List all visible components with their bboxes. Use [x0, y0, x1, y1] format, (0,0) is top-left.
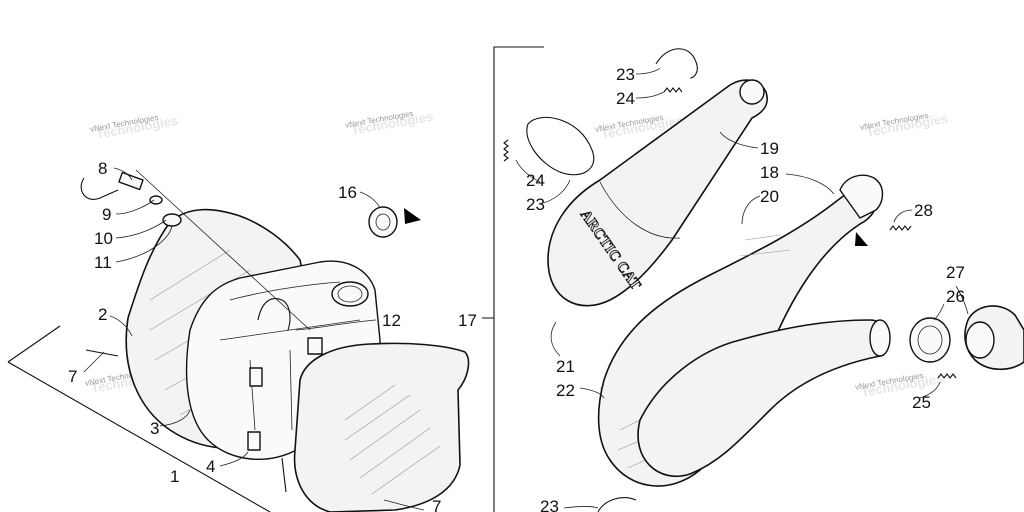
- clamp-ring-large: [526, 116, 595, 176]
- callout-23: 23: [616, 65, 635, 84]
- expansion-chamber-assembly: ARCTIC CAT: [503, 48, 1024, 512]
- callout-3: 3: [150, 419, 159, 438]
- silencer-tip: [739, 79, 765, 105]
- hardware-axis: [135, 169, 311, 331]
- muffler-outlet: [331, 281, 369, 307]
- muffler-assembly: [7, 169, 470, 512]
- muffler-outlet-inner: [337, 285, 363, 303]
- callout-7: 7: [68, 367, 77, 386]
- callout-20: 20: [760, 187, 779, 206]
- callout-9: 9: [102, 205, 111, 224]
- grommet-hole: [375, 213, 391, 231]
- callout-1: 1: [170, 467, 179, 486]
- callout-12: 12: [382, 311, 401, 330]
- callout-11: 11: [94, 253, 112, 272]
- callouts: 8 9 10 11 2 7 3 1 4 16 12 7 17 23 24 24 …: [68, 65, 965, 512]
- clamp-ring: [655, 48, 698, 79]
- callout-23: 23: [540, 497, 559, 512]
- callout-17: 17: [458, 311, 477, 330]
- watermark: Technologies vNext Technologies: [344, 109, 434, 138]
- spring-coil: [663, 87, 683, 93]
- callout-4: 4: [206, 457, 215, 476]
- direction-arrow-icon: [404, 208, 421, 224]
- grommet: [368, 206, 398, 238]
- head-pipe-flange: [839, 174, 884, 219]
- pin: [85, 349, 119, 357]
- silencer-tube: [547, 79, 768, 307]
- spring-25: [937, 373, 957, 379]
- leader-lines: [83, 67, 969, 511]
- callout-28: 28: [914, 201, 933, 220]
- assembly-bracket-17: [482, 46, 544, 512]
- hitch-pin: [80, 177, 119, 200]
- heat-shield-vents: [344, 384, 441, 495]
- gasket: [909, 317, 951, 363]
- callout-19: 19: [760, 139, 779, 158]
- callout-23: 23: [526, 195, 545, 214]
- muffler-tab: [247, 431, 261, 451]
- callout-24: 24: [616, 89, 635, 108]
- retaining-spring: [257, 298, 291, 331]
- muffler-tab: [249, 367, 263, 387]
- watermark: Technologies vNext Technologies: [89, 113, 179, 142]
- gasket-hole: [917, 325, 943, 355]
- heat-shield: [293, 342, 470, 512]
- callout-24: 24: [526, 171, 545, 190]
- clamp-ring-lower: [597, 497, 637, 512]
- silencer-seam: [599, 181, 681, 239]
- muffler-tab: [307, 337, 323, 355]
- callout-18: 18: [760, 163, 779, 182]
- flange-bore: [965, 321, 995, 359]
- callout-25: 25: [912, 393, 931, 412]
- callout-27: 27: [946, 263, 965, 282]
- pipe-outlet: [869, 319, 891, 357]
- assembly-bracket-1: [7, 325, 271, 512]
- stud: [281, 457, 287, 493]
- spring-coil-left: [503, 139, 509, 162]
- callout-10: 10: [94, 229, 113, 248]
- callout-16: 16: [338, 183, 357, 202]
- callout-26: 26: [946, 287, 965, 306]
- callout-8: 8: [98, 159, 107, 178]
- bolt: [118, 171, 144, 191]
- callout-2: 2: [98, 305, 107, 324]
- direction-arrow-icon: [855, 232, 868, 246]
- callout-22: 22: [556, 381, 575, 400]
- callout-21: 21: [556, 357, 575, 376]
- muffler-front-detail: [219, 281, 361, 431]
- callout-7: 7: [432, 497, 441, 512]
- spring-28: [889, 225, 912, 231]
- watermark: Technologies vNext Technologies: [859, 111, 949, 140]
- washer: [149, 195, 163, 205]
